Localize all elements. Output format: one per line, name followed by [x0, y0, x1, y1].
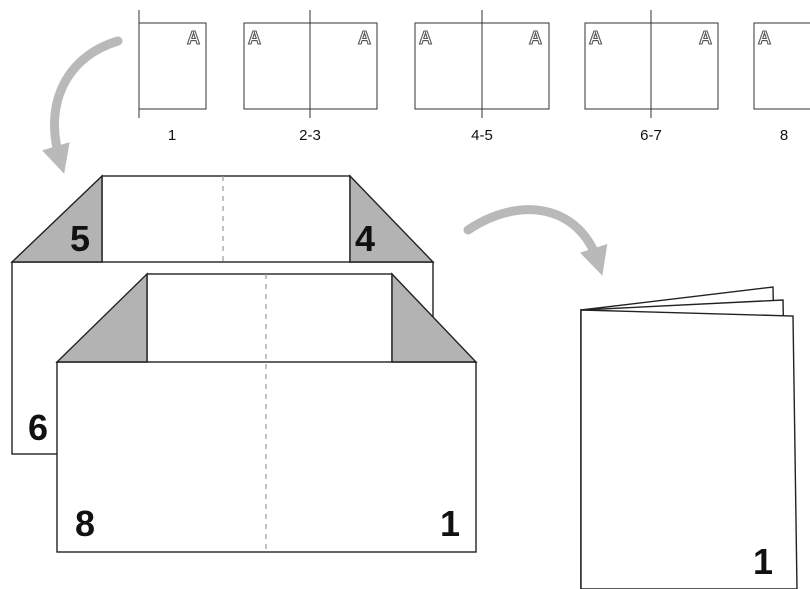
page-letter: A	[758, 28, 771, 48]
spread-label: 8	[780, 127, 788, 144]
inner-sheet-right-flap	[391, 272, 478, 363]
page-letter: A	[589, 28, 602, 48]
outer-sheet-top-panel	[101, 175, 351, 267]
page-letter: A	[419, 28, 432, 48]
spread-pages-6-7: A A 6-7	[584, 10, 719, 144]
spread-pages-4-5: A A 4-5	[414, 10, 550, 144]
page-letter: A	[248, 28, 261, 48]
page-number-4: 4	[355, 218, 375, 259]
page-number-1: 1	[440, 503, 460, 544]
spread-label: 2-3	[299, 127, 321, 144]
spread-label: 6-7	[640, 127, 662, 144]
spread-label: 4-5	[471, 127, 493, 144]
booklet-front-cover	[580, 309, 798, 589]
inner-sheet-left-flap	[55, 272, 148, 363]
spread-label: 1	[168, 127, 176, 144]
inner-sheet-top-panel	[146, 273, 393, 365]
finished-booklet: 1	[580, 286, 798, 589]
page-letter: A	[699, 28, 712, 48]
spread-pages-2-3: A A 2-3	[243, 10, 378, 144]
page-number-6: 6	[28, 407, 48, 448]
page-letter: A	[358, 28, 371, 48]
curved-arrow-right-icon	[463, 205, 608, 276]
page-number-8: 8	[75, 503, 95, 544]
page-letter: A	[187, 28, 200, 48]
page-number-5: 5	[70, 218, 90, 259]
inner-sheet: 8 1	[55, 272, 478, 553]
outer-sheet-left-flap	[10, 174, 103, 263]
outer-sheet-right-flap	[349, 174, 435, 263]
curved-arrow-left-icon	[42, 36, 123, 174]
spread-page-8: A 8	[753, 22, 810, 144]
booklet-page-number: 1	[753, 541, 773, 582]
page-letter: A	[529, 28, 542, 48]
spread-page-1: A 1	[138, 10, 207, 144]
